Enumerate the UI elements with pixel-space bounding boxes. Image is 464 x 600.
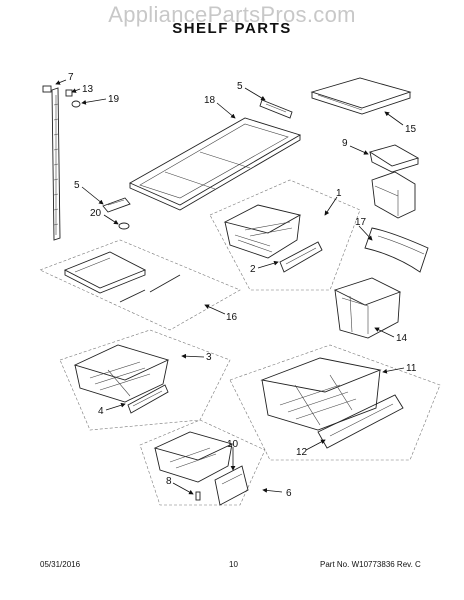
callout-7: 8 (166, 476, 172, 487)
footer-date: 05/31/2016 (40, 560, 81, 569)
group-outline-bin-9 (139, 419, 266, 506)
callout-4: 4 (98, 406, 104, 417)
callout-10: 10 (227, 439, 239, 450)
callout-14: 14 (396, 333, 408, 344)
callout-labels: 7 13 19 5 18 15 9 5 1 20 17 2 16 14 3 11… (68, 72, 417, 499)
part-screw-13 (65, 89, 73, 97)
part-bracket-5-top (259, 99, 293, 119)
part-screw-19 (71, 100, 81, 108)
part-bin-8 (368, 144, 420, 219)
part-bracket-5-left (102, 197, 131, 213)
part-bin-3 (73, 344, 170, 403)
callout-19: 19 (108, 94, 120, 105)
callout-5-top: 5 (237, 81, 243, 92)
part-bin-1 (223, 204, 302, 259)
part-front-10 (214, 465, 249, 506)
group-outline-bin-3 (59, 329, 231, 431)
callout-18: 18 (204, 95, 216, 106)
callout-13: 13 (82, 84, 94, 95)
part-front-2 (279, 241, 323, 273)
part-drawer-11 (260, 357, 382, 431)
part-shelf-15 (310, 77, 412, 115)
leader-lines (55, 79, 405, 495)
page-title: SHELF PARTS (172, 20, 292, 37)
callout-12: 12 (296, 447, 308, 458)
callout-11: 11 (406, 363, 417, 374)
part-rail-cap (42, 85, 52, 93)
callout-2: 2 (250, 264, 256, 275)
callout-17: 17 (355, 217, 367, 228)
footer-page-number: 10 (229, 560, 238, 569)
callout-1: 1 (336, 188, 342, 199)
part-front-12 (317, 394, 404, 449)
part-bin-9 (153, 431, 234, 483)
callout-15: 15 (405, 124, 417, 135)
part-bin-14 (333, 277, 402, 339)
callout-6: 7 (68, 72, 74, 83)
callout-9: 6 (286, 488, 292, 499)
callout-5-left: 5 (74, 180, 80, 191)
callout-8: 9 (342, 138, 348, 149)
part-clip-20 (118, 222, 130, 230)
watermark: AppliancePartsPros.com (108, 2, 356, 27)
callout-16: 16 (226, 312, 238, 323)
callout-20: 20 (90, 208, 102, 219)
part-shelf-16 (63, 251, 181, 303)
group-outline-bin-1 (209, 179, 361, 291)
part-cover-17 (364, 227, 429, 273)
footer-part-number: Part No. W10773836 Rev. C (320, 560, 421, 569)
callout-3: 3 (206, 352, 212, 363)
part-front-4 (127, 384, 169, 414)
part-shelf-18 (128, 117, 302, 211)
part-screw-7 (195, 491, 201, 501)
part-rail (51, 87, 61, 241)
group-outline-upper-left (39, 239, 241, 331)
